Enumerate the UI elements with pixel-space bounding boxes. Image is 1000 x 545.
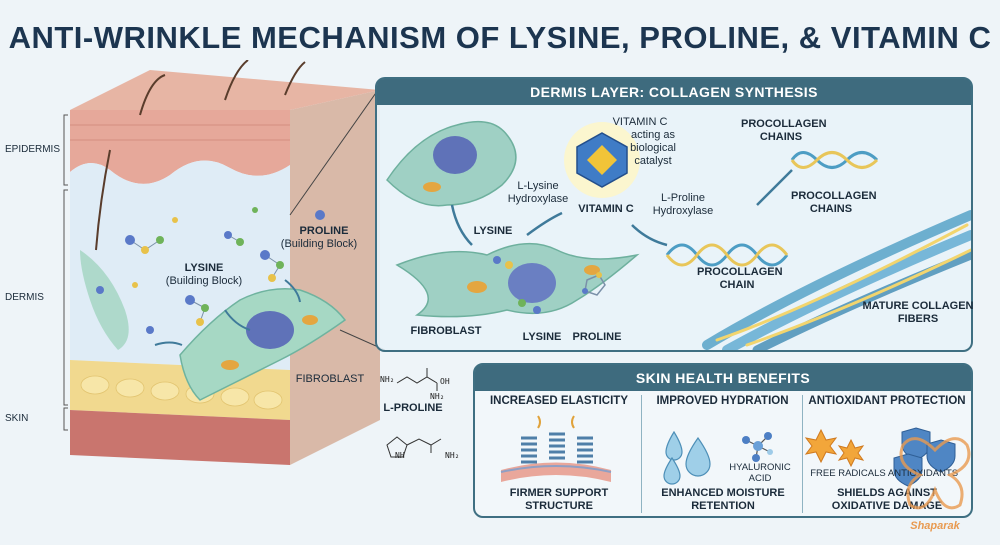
label-lysine-sub: (Building Block) [165,275,243,287]
layer-brackets [63,114,68,431]
watermark-text: Shaparak [910,520,960,532]
benefits-panel-header: SKIN HEALTH BENEFITS [475,365,971,391]
label-dermis: DERMIS [5,292,44,303]
chem-nh2-left: NH₂ [380,375,395,384]
chem-oh: OH [440,377,450,386]
skin-cross-section [63,60,380,465]
label-l-proline: L-PROLINE [383,402,443,414]
label-l-lysine-hydroxylase: L-Lysine Hydroxylase [507,180,569,206]
water-drop-icon [663,430,711,485]
benefits-divider-2 [802,395,803,513]
collagen-synthesis-illustration [386,120,971,350]
molecules [96,207,325,334]
mature-fibers [702,210,971,350]
page-title: ANTI-WRINKLE MECHANISM OF LYSINE, PROLIN… [8,20,992,55]
label-proline: PROLINE [299,225,349,237]
epidermis-layer [70,110,290,184]
label-mature-fibers: MATURE COLLAGEN FIBERS [862,300,974,326]
label-vitamin-c: VITAMIN C [578,203,634,215]
muscle-layer [70,410,290,465]
cell-molecules [493,256,606,314]
block-top [70,70,380,110]
label-skin: SKIN [5,413,29,424]
flow-arrows [154,279,301,346]
label-lysine: LYSINE [184,262,224,274]
chem-nh2-bottom: NH₂ [445,451,460,460]
fibroblast-nucleus [246,311,294,349]
benefit-hydration-footer: ENHANCED MOISTURE RETENTION [661,487,785,513]
label-vitc-note: acting as biological catalyst [630,129,676,168]
spring-icon [500,415,612,482]
free-radical-icon [804,428,865,468]
label-proline-bottom: PROLINE [572,331,622,343]
label-fibroblast-left: FIBROBLAST [295,373,365,385]
label-hyaluronic-acid: HYALURONIC ACID [729,462,791,485]
procollagen-helix [665,151,879,267]
label-procollagen-chains-mid: PROCOLLAGEN CHAINS [791,190,877,216]
synthesis-arrows [450,169,793,247]
benefit-antioxidant-footer: SHIELDS AGAINST OXIDATIVE DAMAGE [831,487,943,513]
watermark-logo [899,437,971,510]
benefit-elasticity-title: INCREASED ELASTICITY [489,395,628,407]
chemical-structures [386,368,442,458]
label-procollagen-chains-top: PROCOLLAGEN CHAINS [741,118,827,144]
label-epidermis: EPIDERMIS [5,144,61,155]
label-l-proline-hydroxylase: L-Proline Hydroxylase [652,192,714,218]
chem-nh2-right: NH₂ [430,392,445,401]
chem-nh: NH [395,451,405,460]
benefit-antioxidant-title: ANTIOXIDANT PROTECTION [808,395,966,407]
label-lysine-top: LYSINE [473,225,513,237]
hair-strands [95,60,306,251]
benefit-hydration-title: IMPROVED HYDRATION [656,395,789,407]
benefits-divider-1 [641,395,642,513]
label-free-radicals: FREE RADICALS [810,468,886,479]
label-procollagen-chain: PROCOLLAGEN CHAIN [697,266,783,292]
label-lysine-bottom: LYSINE [522,331,562,343]
dermis-panel-header: DERMIS LAYER: COLLAGEN SYNTHESIS [377,79,971,105]
hyaluronic-molecule-icon [742,432,773,462]
label-vitc-note-title: VITAMIN C [612,116,668,128]
label-proline-sub: (Building Block) [280,238,358,250]
benefit-elasticity-footer: FIRMER SUPPORT STRUCTURE [509,487,609,513]
label-fibroblast: FIBROBLAST [410,325,482,337]
label-antioxidants: ANTIOXIDANTS [887,468,959,479]
